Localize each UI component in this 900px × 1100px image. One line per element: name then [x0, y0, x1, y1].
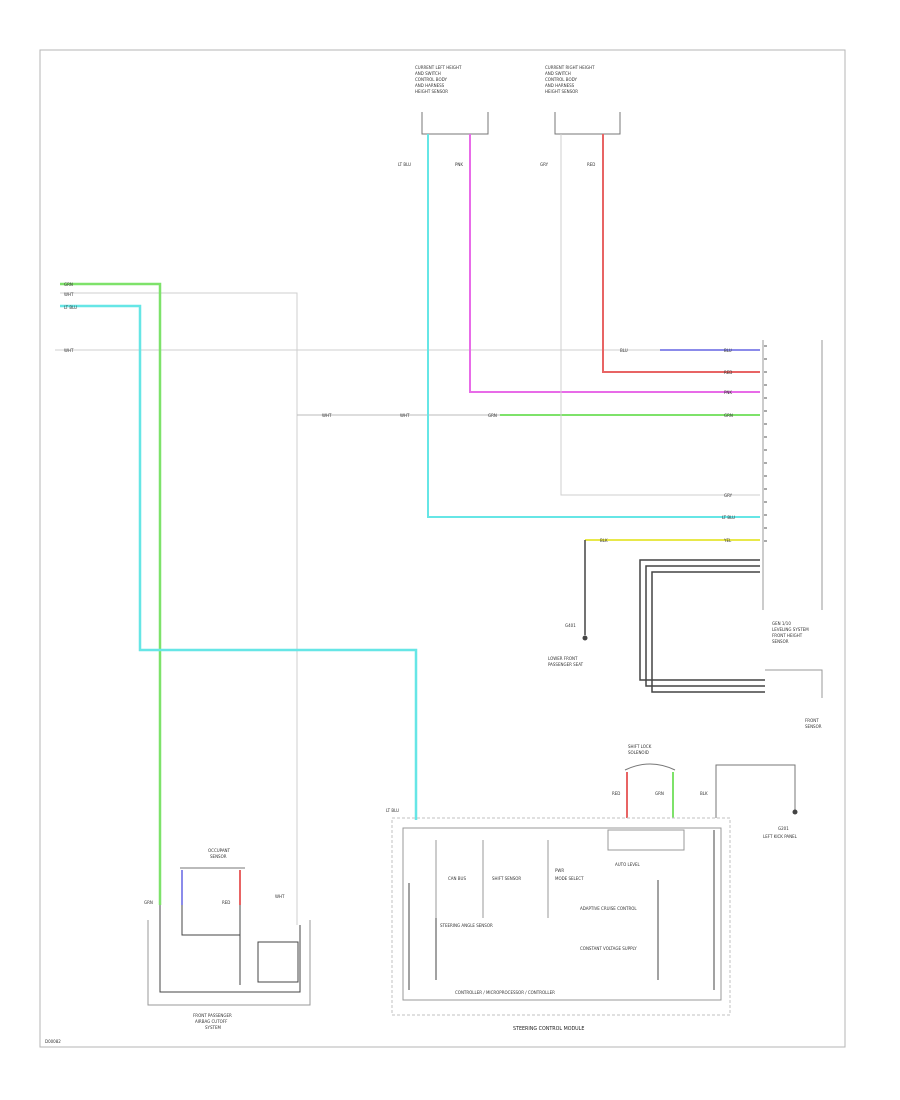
wire-black-2	[645, 565, 765, 687]
wire-label-blk-yel: BLK	[600, 538, 608, 543]
top-right-sensor-label-3: CONTROL BODY	[545, 77, 577, 82]
wire-label-ltblu-module: LT BLU	[386, 808, 399, 813]
wire-cyan-top	[427, 134, 760, 518]
ground2-point	[792, 809, 798, 815]
light-label-1: SHIFT LOCK	[628, 744, 652, 749]
wire-label-wht-bus: WHT	[64, 348, 74, 353]
module-sub-b: SHIFT SENSOR	[492, 876, 521, 881]
module-sub-d: MODE SELECT	[555, 876, 584, 881]
airbag-label-2: AIRBAG CUTOFF	[195, 1019, 228, 1024]
right-connector-label-3: FRONT HEIGHT	[772, 633, 803, 638]
module-sub-c: PWR	[555, 868, 564, 873]
ground2-label-2: LEFT KICK PANEL	[763, 834, 798, 839]
top-right-sensor-label-1: CURRENT RIGHT HEIGHT	[545, 65, 595, 70]
ground-label-2: LOWER FRONT	[548, 656, 578, 661]
top-right-sensor-label-2: AND SWITCH	[545, 71, 571, 76]
wire-green-left	[60, 282, 162, 905]
wire-label-grn-left: GRN	[64, 282, 73, 287]
module-sub-e: AUTO LEVEL	[615, 862, 641, 867]
wire-gray-left-drop	[60, 292, 298, 925]
wire-label-red-occupant: RED	[222, 900, 230, 905]
right-lower-label-2: SENSOR	[805, 724, 822, 729]
module-sub-a: CAN BUS	[448, 876, 466, 881]
ground2-label-1: G201	[778, 826, 789, 831]
wire-label-red-sol: RED	[612, 791, 620, 796]
right-connector-label-1: GEN 1/10	[772, 621, 791, 626]
airbag-label-3: SYSTEM	[205, 1025, 221, 1030]
solenoid-body	[624, 763, 676, 771]
wire-red-top	[602, 134, 760, 373]
occupant-wire-blue-in	[181, 905, 240, 936]
occupant-label-2: SENSOR	[210, 854, 227, 859]
wire-label-yel-end: YEL	[723, 538, 732, 543]
top-right-sensor-label-5: HEIGHT SENSOR	[545, 89, 578, 94]
top-left-sensor: CURRENT LEFT HEIGHT AND SWITCH CONTROL B…	[415, 65, 489, 135]
occupant-relay	[257, 941, 299, 983]
module-inner-3: CONSTANT VOLTAGE SUPPLY	[580, 946, 637, 951]
right-connector-label-4: SENSOR	[772, 639, 789, 644]
wire-black-1	[639, 559, 765, 681]
top-left-sensor-label-1: CURRENT LEFT HEIGHT	[415, 65, 462, 70]
wire-label-red-top: RED	[587, 162, 595, 167]
module-inner-4: CONTROLLER / MICROPROCESSOR / CONTROLLER	[455, 990, 555, 995]
top-left-sensor-label-4: AND HARNESS	[415, 83, 445, 88]
wire-magenta-top	[469, 134, 760, 393]
wire-label-wht-left: WHT	[64, 292, 74, 297]
steering-module-box	[391, 817, 731, 1016]
airbag-label-1: FRONT PASSENGER	[193, 1013, 232, 1018]
wire-label-pnk-end: PNK	[724, 390, 732, 395]
diagram-id: D00082	[45, 1039, 61, 1044]
light-label-2: SOLENOID	[628, 750, 649, 755]
wire-label-grn-end: GRN	[724, 413, 733, 418]
wire-label-grn-sol: GRN	[655, 791, 664, 796]
wire-label-blu: BLU	[620, 348, 628, 353]
top-right-sensor-label-4: AND HARNESS	[545, 83, 575, 88]
wire-label-wht-mid2: WHT	[400, 413, 410, 418]
wire-label-red-end: RED	[724, 370, 732, 375]
occupant-label-1: OCCUPANT	[208, 848, 231, 853]
wire-label-ltblu-top: LT BLU	[398, 162, 411, 167]
wire-label-grn-mid: GRN	[488, 413, 497, 418]
occupant-frame	[147, 920, 311, 1006]
wire-label-blk-g2: BLK	[700, 791, 708, 796]
top-left-sensor-label-5: HEIGHT SENSOR	[415, 89, 448, 94]
wire-label-gry-end: GRY	[724, 493, 733, 498]
module-title: STEERING CONTROL MODULE	[513, 1026, 584, 1032]
top-left-sensor-label-3: CONTROL BODY	[415, 77, 447, 82]
module-inner-1: STEERING ANGLE SENSOR	[440, 923, 493, 928]
wire-label-ltblu-left: LT BLU	[64, 305, 77, 310]
wire-label-grn-occupant: GRN	[144, 900, 153, 905]
ground-point	[582, 635, 588, 641]
top-right-sensor: CURRENT RIGHT HEIGHT AND SWITCH CONTROL …	[545, 65, 621, 135]
module-inner-2: ADAPTIVE CRUISE CONTROL	[580, 906, 637, 911]
ground-label-3: PASSENGER SEAT	[548, 662, 584, 667]
wire-gray-right-drop	[560, 134, 760, 496]
right-connector-pins	[764, 345, 767, 542]
wire-label-blu-end: BLU	[724, 348, 732, 353]
wire-gray-ground2	[715, 764, 796, 818]
wire-label-ltblu-end: LT BLU	[722, 515, 735, 520]
wire-cyan-left	[60, 304, 418, 820]
steering-module-inner	[402, 827, 722, 1001]
wire-label-wht-mid: WHT	[322, 413, 332, 418]
wire-label-pnk-top: PNK	[455, 162, 463, 167]
top-left-sensor-label-2: AND SWITCH	[415, 71, 441, 76]
right-connector-label-2: LEVELING SYSTEM	[772, 627, 809, 632]
module-top-block	[607, 829, 685, 851]
right-lower-connector	[765, 669, 823, 698]
ground-label-1: G401	[565, 623, 576, 628]
wire-label-wht-occupant: WHT	[275, 894, 285, 899]
right-lower-label-1: FRONT	[805, 718, 819, 723]
occupant-inner-frame	[159, 905, 301, 993]
wire-label-gry-top: GRY	[540, 162, 549, 167]
diagram-frame	[39, 49, 846, 1048]
wire-black-3	[651, 571, 765, 693]
